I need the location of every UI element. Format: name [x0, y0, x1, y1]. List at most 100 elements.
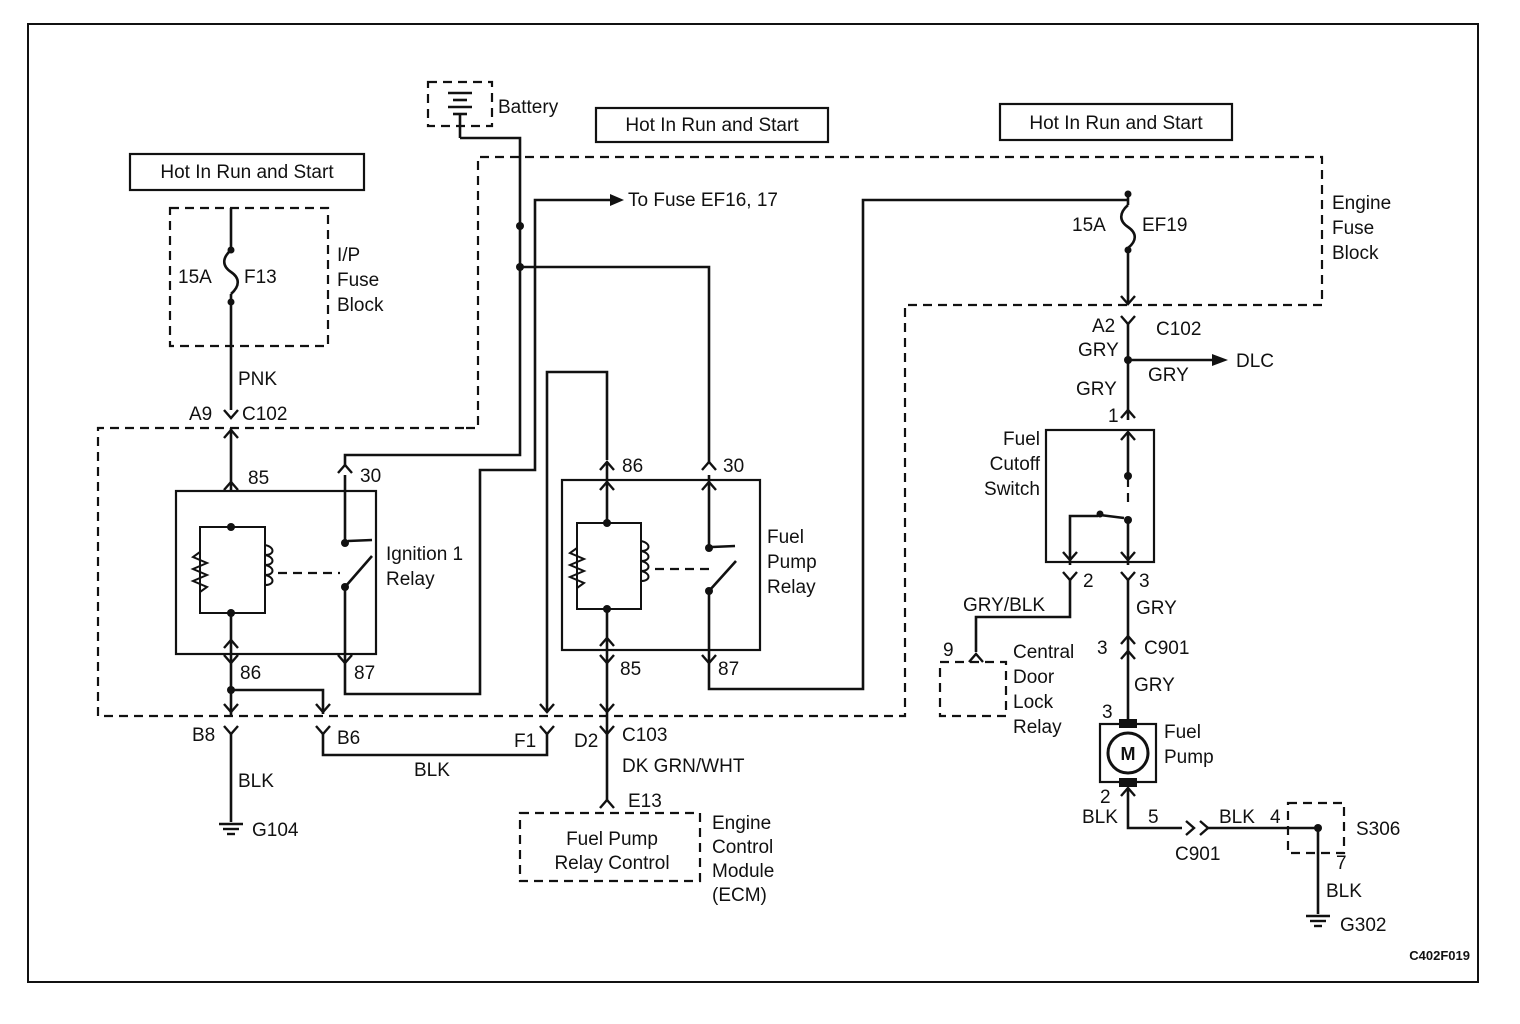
fuel-cutoff-switch-label: Fuel: [1003, 429, 1040, 450]
terminal-icon: [1185, 820, 1196, 836]
ecm-label: Control: [712, 837, 773, 858]
wire-color-gry-pump: GRY: [1134, 675, 1175, 696]
fuel-relay-switch: [705, 475, 737, 665]
switch-pin-3: 3: [1139, 571, 1150, 592]
relay-control-label: Relay Control: [554, 853, 669, 874]
ignition-relay-label: Ignition 1: [386, 544, 463, 565]
wire-color-gry-dlc: GRY: [1148, 365, 1189, 386]
ignition-relay-coil: [190, 523, 340, 617]
fuel-pump-relay-label: Fuel: [767, 527, 804, 548]
switch-pin-2: 2: [1083, 571, 1094, 592]
fuel-pump-label: Fuel: [1164, 722, 1201, 743]
relay-control-label: Fuel Pump: [566, 829, 658, 850]
s306-pin-7: 7: [1336, 853, 1347, 874]
wire-color-blk-s306: BLK: [1219, 807, 1255, 828]
fuel-relay-87-output: [707, 198, 1128, 691]
wire-color-gry-switch: GRY: [1076, 379, 1117, 400]
motor-icon: M: [1121, 744, 1136, 764]
fuel-cutoff-switch-contacts: [1061, 430, 1137, 565]
fuel-cutoff-switch-box: [1044, 428, 1156, 564]
fuel-relay-pin-85: 85: [620, 659, 641, 680]
ign-relay-87-output: [343, 198, 612, 696]
wire-color-gry-a2: GRY: [1078, 340, 1119, 361]
ground-g302-label: G302: [1340, 915, 1386, 936]
fuel-relay-86-wire: [545, 370, 609, 712]
dlc-label: DLC: [1236, 351, 1274, 372]
fuse-ef19-name: EF19: [1142, 215, 1187, 236]
wire-color-blk-b6: BLK: [414, 760, 450, 781]
hot-in-run-and-start-label-left: Hot In Run and Start: [128, 152, 366, 192]
switch-pin-1: 1: [1108, 406, 1119, 427]
wire-color-blk-g104: BLK: [238, 771, 274, 792]
c901-pin-5: 5: [1148, 807, 1159, 828]
pin-a2: A2: [1092, 316, 1115, 337]
fuel-pump-motor: M: [1098, 719, 1158, 787]
fuel-relay-pin-86: 86: [622, 456, 643, 477]
wire-color-blk-g302: BLK: [1326, 881, 1362, 902]
terminal-icon: [1061, 570, 1079, 582]
wire-color-dk-grn-wht: DK GRN/WHT: [622, 756, 745, 777]
pump-pin-2: 2: [1100, 787, 1111, 808]
fuel-relay-30-feed: [520, 265, 711, 462]
wire-color-pnk: PNK: [238, 369, 277, 390]
fuel-pump-label: Pump: [1164, 747, 1214, 768]
terminal-icon: [1119, 570, 1137, 582]
wire-color-gry-blk: GRY/BLK: [963, 595, 1045, 616]
fuel-pump-relay-label: Relay: [767, 577, 816, 598]
ign-pin-87: 87: [354, 663, 375, 684]
fuel-cutoff-switch-label: Cutoff: [990, 454, 1041, 475]
splice-s306-label: S306: [1356, 819, 1400, 840]
ecm-label: (ECM): [712, 885, 767, 906]
wire-color-blk-pump: BLK: [1082, 807, 1118, 828]
terminal-icon: [700, 460, 718, 472]
ground-g302-icon: [1304, 914, 1332, 928]
ign-pin-85: 85: [248, 468, 269, 489]
fuel-relay-coil: [567, 519, 715, 613]
diagram-frame: [27, 23, 1479, 983]
hot-in-run-and-start-label-center: Hot In Run and Start: [594, 106, 830, 144]
door-lock-pin-9: 9: [943, 640, 954, 661]
connector-c103: C103: [622, 725, 667, 746]
battery-feed-wire: [460, 136, 522, 226]
terminal-icon: [1119, 314, 1137, 326]
terminal-icon: [1199, 820, 1210, 836]
hot-label-text: Hot In Run and Start: [625, 115, 799, 136]
fuse-f13: [222, 208, 240, 410]
ecm-label: Module: [712, 861, 774, 882]
connector-c901-bottom: C901: [1175, 844, 1220, 865]
wire-color-gry-c901: GRY: [1136, 598, 1177, 619]
hot-label-text: Hot In Run and Start: [1029, 113, 1203, 134]
fuse-ef19-rating: 15A: [1072, 215, 1106, 236]
b6-jumper: [231, 688, 325, 714]
connector-c102-left: C102: [242, 404, 287, 425]
fuel-cutoff-switch-label: Switch: [984, 479, 1040, 500]
engine-fuse-block-line: Fuse: [1332, 218, 1374, 239]
terminal-icon: [222, 724, 240, 736]
door-lock-relay-label: Lock: [1013, 692, 1054, 713]
to-fuse-label: To Fuse EF16, 17: [628, 190, 778, 211]
hot-in-run-and-start-label-right: Hot In Run and Start: [998, 102, 1234, 142]
pump-ground-wire: [1126, 788, 1182, 830]
fuel-relay-pin-30: 30: [723, 456, 744, 477]
pin-e13: E13: [628, 791, 662, 812]
hot-label-text: Hot In Run and Start: [160, 162, 334, 183]
ignition-relay-label: Relay: [386, 569, 435, 590]
door-lock-relay-label: Door: [1013, 667, 1055, 688]
s306-pin-4: 4: [1270, 807, 1281, 828]
central-door-lock-relay-box: [938, 660, 1008, 718]
ground-g104-icon: [217, 822, 245, 836]
ign-relay-30-feed: [343, 226, 522, 465]
ip-fuse-block-line: I/P: [337, 245, 360, 266]
ip-fuse-block-line: Fuse: [337, 270, 379, 291]
ign-pin-30: 30: [360, 466, 381, 487]
pin-d2: D2: [574, 731, 598, 752]
splice-s306-box: [1286, 801, 1346, 855]
terminal-icon: [538, 724, 556, 736]
engine-fuse-block-line: Engine: [1332, 193, 1391, 214]
arrow-icon: [610, 194, 624, 206]
ip-fuse-block-outline: [168, 206, 330, 348]
door-lock-relay-label: Central: [1013, 642, 1074, 663]
connector-c901-top: C901: [1144, 638, 1189, 659]
gry-blk-wire: [974, 580, 1072, 652]
fuel-pump-relay-label: Pump: [767, 552, 817, 573]
